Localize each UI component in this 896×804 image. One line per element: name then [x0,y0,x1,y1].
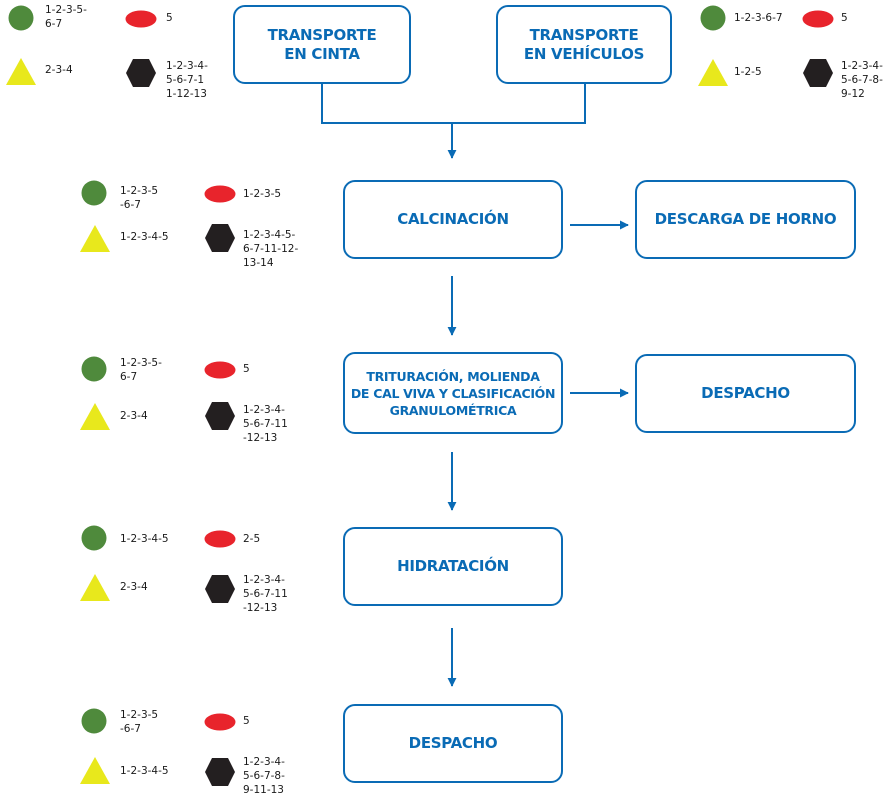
black-hexagon-icon [205,402,235,430]
cinta-green-label: 1-2-3-5- 6-7 [45,4,87,30]
calcinacion-green-label: 1-2-3-5 -6-7 [120,185,159,211]
connector-cinta-merge [321,84,452,124]
yellow-triangle-icon [80,403,110,430]
cinta-yellow-label: 2-3-4 [45,64,73,76]
box-label: DESPACHO [408,734,498,752]
trituracion-green-label: 1-2-3-5- 6-7 [120,357,162,383]
box-despacho-final: DESPACHO [343,704,563,783]
green-circle-icon [81,180,107,206]
red-oval-icon [125,10,157,28]
box-label: CALCINACIÓN [397,210,509,228]
hidratacion-red-label: 2-5 [243,533,261,545]
box-despacho-side: DESPACHO [635,354,856,433]
trituracion-red-label: 5 [243,363,250,375]
black-hexagon-icon [205,575,235,603]
box-trituracion: TRITURACIÓN, MOLIENDA DE CAL VIVA Y CLAS… [343,352,563,434]
yellow-triangle-icon [80,757,110,784]
hidratacion-black-label: 1-2-3-4- 5-6-7-11 -12-13 [243,574,288,614]
black-hexagon-icon [205,224,235,252]
red-oval-icon [204,361,236,379]
black-hexagon-icon [126,59,156,87]
yellow-triangle-icon [698,59,728,86]
box-label: DESPACHO [701,384,790,402]
hidratacion-yellow-label: 2-3-4 [120,581,148,593]
green-circle-icon [81,525,107,551]
black-hexagon-icon [803,59,833,87]
yellow-triangle-icon [80,574,110,601]
cinta-red-label: 5 [166,12,173,24]
yellow-triangle-icon [6,58,36,85]
box-label: TRANSPORTE EN CINTA [267,25,377,63]
red-oval-icon [204,530,236,548]
red-oval-icon [802,10,834,28]
despacho-red-label: 5 [243,715,250,727]
box-label: TRANSPORTE EN VEHÍCULOS [523,25,645,63]
red-oval-icon [204,713,236,731]
box-label: TRITURACIÓN, MOLIENDA DE CAL VIVA Y CLAS… [350,368,556,418]
vehiculos-black-label: 1-2-3-4- 5-6-7-8- 9-12 [841,60,883,100]
despacho-yellow-label: 1-2-3-4-5 [120,765,169,777]
hidratacion-green-label: 1-2-3-4-5 [120,533,169,545]
red-oval-icon [204,185,236,203]
green-circle-icon [700,5,726,31]
box-hidratacion: HIDRATACIÓN [343,527,563,606]
connector-vehiculos-merge [452,84,586,124]
vehiculos-green-label: 1-2-3-6-7 [734,12,783,24]
box-transporte-vehiculos: TRANSPORTE EN VEHÍCULOS [496,5,672,84]
green-circle-icon [8,5,34,31]
despacho-green-label: 1-2-3-5 -6-7 [120,709,159,735]
box-label: HIDRATACIÓN [397,557,509,575]
box-descarga-horno: DESCARGA DE HORNO [635,180,856,259]
green-circle-icon [81,708,107,734]
calcinacion-black-label: 1-2-3-4-5- 6-7-11-12- 13-14 [243,229,299,269]
vehiculos-yellow-label: 1-2-5 [734,66,762,78]
calcinacion-yellow-label: 1-2-3-4-5 [120,231,169,243]
calcinacion-red-label: 1-2-3-5 [243,188,282,200]
black-hexagon-icon [205,758,235,786]
box-label: DESCARGA DE HORNO [654,210,837,228]
green-circle-icon [81,356,107,382]
box-transporte-cinta: TRANSPORTE EN CINTA [233,5,411,84]
yellow-triangle-icon [80,225,110,252]
trituracion-black-label: 1-2-3-4- 5-6-7-11 -12-13 [243,404,288,444]
box-calcinacion: CALCINACIÓN [343,180,563,259]
vehiculos-red-label: 5 [841,12,848,24]
despacho-black-label: 1-2-3-4- 5-6-7-8- 9-11-13 [243,756,285,796]
trituracion-yellow-label: 2-3-4 [120,410,148,422]
cinta-black-label: 1-2-3-4- 5-6-7-1 1-12-13 [166,60,208,100]
